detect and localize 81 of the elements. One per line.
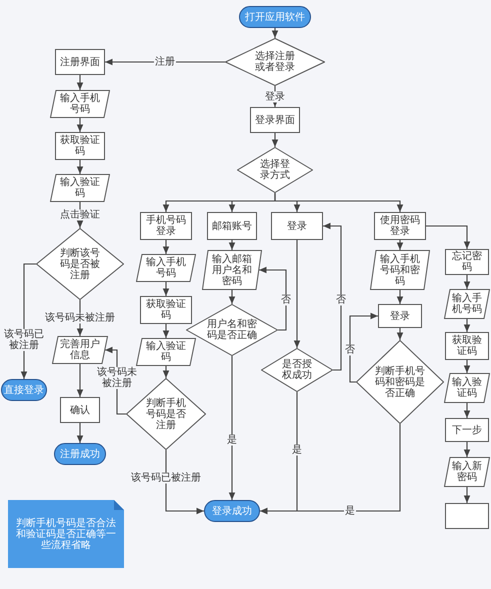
decision-diamond: 选择登录方式 bbox=[237, 147, 313, 193]
process-box: 手机号码登录 bbox=[140, 212, 192, 240]
arrow bbox=[396, 290, 404, 304]
arrow bbox=[259, 266, 287, 331]
process-box: 获取验证码 bbox=[445, 332, 489, 360]
input-parallelogram: 输入邮箱用户名和密码 bbox=[202, 250, 262, 290]
process-box: 获取验证码 bbox=[55, 132, 105, 160]
input-parallelogram: 输入验证码 bbox=[136, 338, 196, 366]
process-box: 注册界面 bbox=[55, 49, 105, 75]
edge-label: 注册 bbox=[154, 56, 176, 68]
arrow bbox=[105, 58, 225, 66]
arrow bbox=[396, 240, 404, 250]
edge-label: 该号码未被注册 bbox=[44, 312, 116, 324]
arrow bbox=[162, 366, 170, 378]
decision-diamond: 是否授权成功 bbox=[261, 348, 333, 392]
process-box: 登录界面 bbox=[250, 107, 300, 133]
arrow bbox=[165, 450, 204, 514]
arrow bbox=[272, 28, 278, 38]
input-parallelogram: 输入手机号码 bbox=[50, 90, 110, 118]
arrow bbox=[162, 282, 170, 296]
process-box: 登录 bbox=[378, 304, 422, 328]
edge-label: 否 bbox=[335, 294, 347, 306]
arrow bbox=[464, 403, 470, 418]
input-parallelogram: 输入验证码 bbox=[50, 174, 110, 202]
decision-diamond: 选择注册或者登录 bbox=[225, 38, 325, 86]
process-box: 获取验证码 bbox=[140, 296, 192, 324]
arrow bbox=[76, 364, 84, 397]
edge-label: 否 bbox=[280, 294, 292, 306]
terminal-pill: 注册成功 bbox=[54, 443, 106, 465]
process-box: 邮箱账号 bbox=[207, 212, 257, 240]
input-parallelogram: 输入手机号码和密码 bbox=[370, 250, 430, 290]
arrow bbox=[464, 360, 470, 373]
input-parallelogram: 完善用户信息 bbox=[52, 336, 108, 364]
decision-diamond: 用户名和密码是否正确 bbox=[186, 304, 278, 356]
decision-diamond: 判断手机号码和密码是否正确 bbox=[356, 340, 444, 424]
arrow bbox=[323, 222, 342, 371]
arrow bbox=[274, 193, 404, 212]
arrow bbox=[272, 86, 278, 107]
arrow bbox=[464, 442, 470, 457]
arrow bbox=[349, 312, 378, 383]
process-box: 下一步 bbox=[445, 418, 489, 442]
edge-label: 是 bbox=[226, 434, 238, 446]
arrow bbox=[426, 225, 470, 249]
edge-label: 是 bbox=[344, 506, 356, 516]
edge-label: 登录 bbox=[264, 92, 286, 102]
arrow bbox=[76, 118, 84, 132]
input-parallelogram: 输入新密码 bbox=[444, 457, 490, 487]
arrow bbox=[294, 240, 300, 348]
note-card: 判断手机号码是否合法和验证码是否正确等一些流程省略 bbox=[8, 500, 124, 568]
arrow bbox=[162, 240, 170, 254]
edge-label: 该号码未被注册 bbox=[96, 367, 138, 389]
arrow bbox=[260, 424, 401, 514]
process-box: 确认 bbox=[60, 397, 100, 423]
arrow bbox=[396, 328, 404, 340]
arrow bbox=[228, 240, 236, 250]
edge-label: 点击验证 bbox=[59, 210, 101, 220]
arrow bbox=[76, 75, 84, 90]
arrow bbox=[272, 133, 278, 147]
input-parallelogram: 输入手机号码 bbox=[136, 254, 196, 282]
arrow bbox=[464, 487, 470, 503]
arrow bbox=[228, 356, 236, 500]
process-box: 忘记密码 bbox=[445, 249, 489, 275]
edge-label: 否 bbox=[344, 344, 356, 356]
arrow bbox=[464, 275, 470, 289]
arrow bbox=[76, 160, 84, 174]
edge-label: 是 bbox=[291, 444, 303, 456]
input-parallelogram: 输入验证码 bbox=[444, 373, 490, 403]
terminal-pill: 登录成功 bbox=[204, 500, 260, 522]
decision-diamond: 判断该号码是否被注册 bbox=[36, 228, 124, 300]
arrow bbox=[162, 324, 170, 338]
arrow bbox=[228, 290, 236, 304]
process-box: 登录 bbox=[271, 212, 323, 240]
input-parallelogram: 输入手机号码 bbox=[444, 289, 490, 319]
arrow bbox=[76, 423, 84, 443]
edge-label: 该号码已被注册 bbox=[130, 472, 202, 484]
arrow bbox=[464, 319, 470, 332]
terminal-pill: 打开应用软件 bbox=[239, 6, 311, 28]
process-box bbox=[445, 503, 489, 529]
terminal-pill: 直接登录 bbox=[1, 379, 47, 401]
process-box: 使用密码登录 bbox=[374, 212, 426, 240]
edge-label: 该号码已被注册 bbox=[3, 329, 45, 351]
